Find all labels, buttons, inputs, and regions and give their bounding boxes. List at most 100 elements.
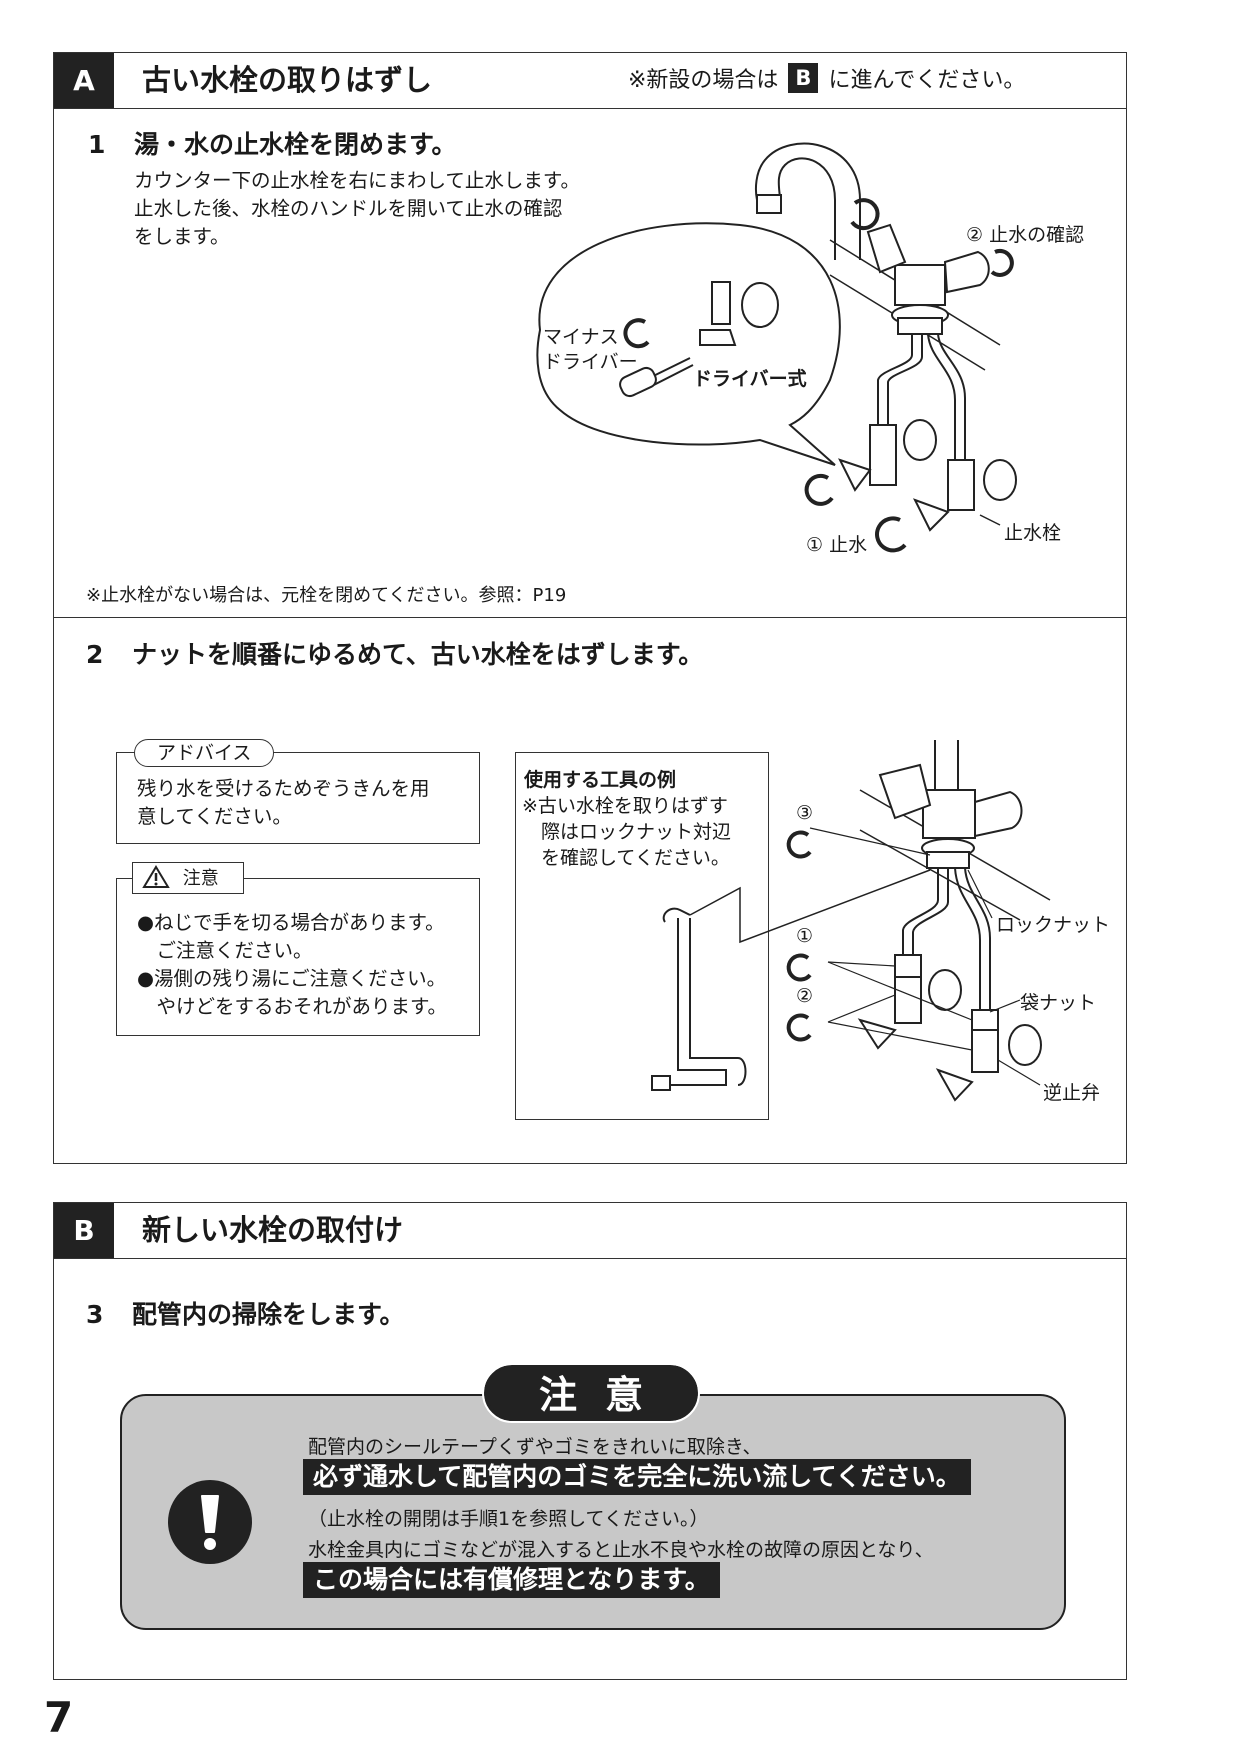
section-b-title: 新しい水栓の取付け xyxy=(142,1213,404,1247)
label-stop: ① 止水 xyxy=(806,534,868,556)
warning-line-3: 水栓金具内にゴミなどが混入すると止水不良や水栓の故障の原因となり、 xyxy=(308,1539,934,1561)
section-b-header: B 新しい水栓の取付け xyxy=(54,1203,1126,1259)
lock-nut-wrench xyxy=(660,918,747,1086)
step1-description: カウンター下の止水栓を右にまわして止水します。 止水した後、水栓のハンドルを開い… xyxy=(134,167,634,251)
leader-line xyxy=(689,869,931,944)
leader-line xyxy=(967,869,993,919)
stop-valve-wall-right xyxy=(1008,1024,1042,1066)
exclamation-icon xyxy=(168,1480,252,1564)
stop-valve-wall-left xyxy=(928,969,962,1011)
tools-note-line: ※古い水栓を取りはずす xyxy=(522,795,728,817)
tools-title: 使用する工具の例 xyxy=(524,769,677,791)
check-valve-left xyxy=(894,976,922,1024)
faucet-body xyxy=(894,264,946,306)
caution-text: ●ねじで手を切る場合があります。 ご注意ください。 ●湯側の残り湯にご注意くださ… xyxy=(137,909,447,1021)
rotate-arrow-icon xyxy=(990,248,1014,277)
advice-text: 残り水を受けるためぞうきんを用 意してください。 xyxy=(137,775,430,831)
section-b-letter: B xyxy=(54,1203,114,1258)
warning-line-2: （止水栓の開閉は手順1を参照してください。） xyxy=(308,1508,709,1530)
detail-valve-wall xyxy=(741,282,779,328)
label-driver-type: ドライバー式 xyxy=(693,368,807,390)
wrench-end xyxy=(651,1075,671,1091)
advice-line: 残り水を受けるためぞうきんを用 xyxy=(137,777,430,800)
wrench-hook xyxy=(662,907,691,923)
supply-pipe-right-2 xyxy=(964,867,991,1010)
step1-number: 1 xyxy=(88,130,106,159)
leader-line xyxy=(979,514,1001,526)
faucet-handle-right xyxy=(943,250,990,294)
check-valve-right xyxy=(971,1029,999,1073)
leader-line xyxy=(809,827,931,856)
lock-nut xyxy=(897,317,943,335)
caution-line: やけどをするおそれがあります。 xyxy=(137,995,448,1018)
stop-valve-handle-left xyxy=(857,1018,897,1050)
rotate-arrow-icon xyxy=(804,473,834,506)
warning-line-1: 配管内のシールテープくずやゴミをきれいに取除き、 xyxy=(308,1436,762,1458)
advice-tag: アドバイス xyxy=(134,739,275,767)
caution-tag: 注意 xyxy=(132,862,244,894)
leader-line xyxy=(827,961,973,1021)
step1-desc-line: 止水した後、水栓のハンドルを開いて止水の確認 xyxy=(134,197,563,220)
supply-pipe-left xyxy=(877,334,913,425)
supply-pipe-left-2 xyxy=(912,868,949,955)
detail-valve-slot xyxy=(699,329,737,346)
label-check-valve: 逆止弁 xyxy=(1043,1082,1101,1104)
warning-highlight-2: この場合には有償修理となります。 xyxy=(303,1562,720,1598)
rotate-arrow-icon xyxy=(623,318,650,349)
leader-line xyxy=(827,961,896,967)
faucet-body xyxy=(922,789,976,839)
step3-number: 3 xyxy=(86,1300,104,1329)
label-n2: ② xyxy=(796,985,814,1007)
leader-line xyxy=(989,999,1021,1013)
faucet-spout xyxy=(755,142,861,260)
caution-line: ご注意ください。 xyxy=(137,939,313,962)
stop-valve-body-right xyxy=(947,459,975,511)
step1-footnote: ※止水栓がない場合は、元栓を閉めてください。参照：P19 xyxy=(86,585,567,606)
exclamation-mark-glyph xyxy=(201,1495,219,1550)
advice-line: 意してください。 xyxy=(137,805,292,828)
warning-triangle-icon xyxy=(142,865,170,888)
step1-desc-line: をします。 xyxy=(134,225,230,248)
label-n3: ③ xyxy=(796,802,814,824)
stop-valve-wall-right xyxy=(983,459,1017,501)
tools-note: ※古い水栓を取りはずす 際はロックナット対辺 を確認してください。 xyxy=(522,793,731,871)
step1-title: 1 湯・水の止水栓を閉めます。 xyxy=(88,125,457,161)
bag-nut-right xyxy=(971,1009,999,1031)
step2-number: 2 xyxy=(86,640,104,669)
label-confirm: ② 止水の確認 xyxy=(966,224,1085,246)
warning-highlight-1: 必ず通水して配管内のゴミを完全に洗い流してください。 xyxy=(303,1459,971,1495)
caution-tag-text: 注意 xyxy=(182,868,219,889)
label-minus-driver-1: マイナス xyxy=(543,326,619,348)
leader-line xyxy=(827,1021,973,1051)
step1-title-text: 湯・水の止水栓を閉めます。 xyxy=(134,130,457,159)
label-lock-nut: ロックナット xyxy=(996,914,1111,936)
stop-valve-handle-right xyxy=(912,498,950,532)
bag-nut-left xyxy=(894,954,922,978)
note-letter-badge: B xyxy=(788,63,819,93)
supply-pipe-right-2 xyxy=(937,333,966,460)
label-minus-driver-2: ドライバー xyxy=(543,351,638,373)
rotate-arrow-icon xyxy=(850,198,880,231)
caution-box: ●ねじで手を切る場合があります。 ご注意ください。 ●湯側の残り湯にご注意くださ… xyxy=(116,878,480,1036)
faucet-handle-left xyxy=(878,763,932,820)
stop-valve-body-left xyxy=(869,424,897,486)
faucet-shutoff-illustration xyxy=(536,142,1017,553)
caution-line: ●湯側の残り湯にご注意ください。 xyxy=(137,967,447,990)
tools-note-line: 際はロックナット対辺 xyxy=(522,821,732,843)
label-stop-valve: 止水栓 xyxy=(1004,522,1062,544)
rotate-arrow-icon xyxy=(786,830,812,859)
nut-removal-illustration xyxy=(651,740,1051,1102)
faucet-handle-right xyxy=(974,790,1023,838)
stop-valve-wall-left xyxy=(903,419,937,461)
label-n1: ① xyxy=(796,925,814,947)
stop-valve-handle-right xyxy=(935,1068,974,1102)
rotate-arrow-icon xyxy=(786,1013,812,1042)
tools-note-line: を確認してください。 xyxy=(522,847,730,869)
stop-valve-handle-left xyxy=(838,458,872,492)
section-a-letter: A xyxy=(54,53,114,108)
screwdriver-handle xyxy=(619,366,657,398)
rotate-arrow-icon xyxy=(875,516,907,553)
